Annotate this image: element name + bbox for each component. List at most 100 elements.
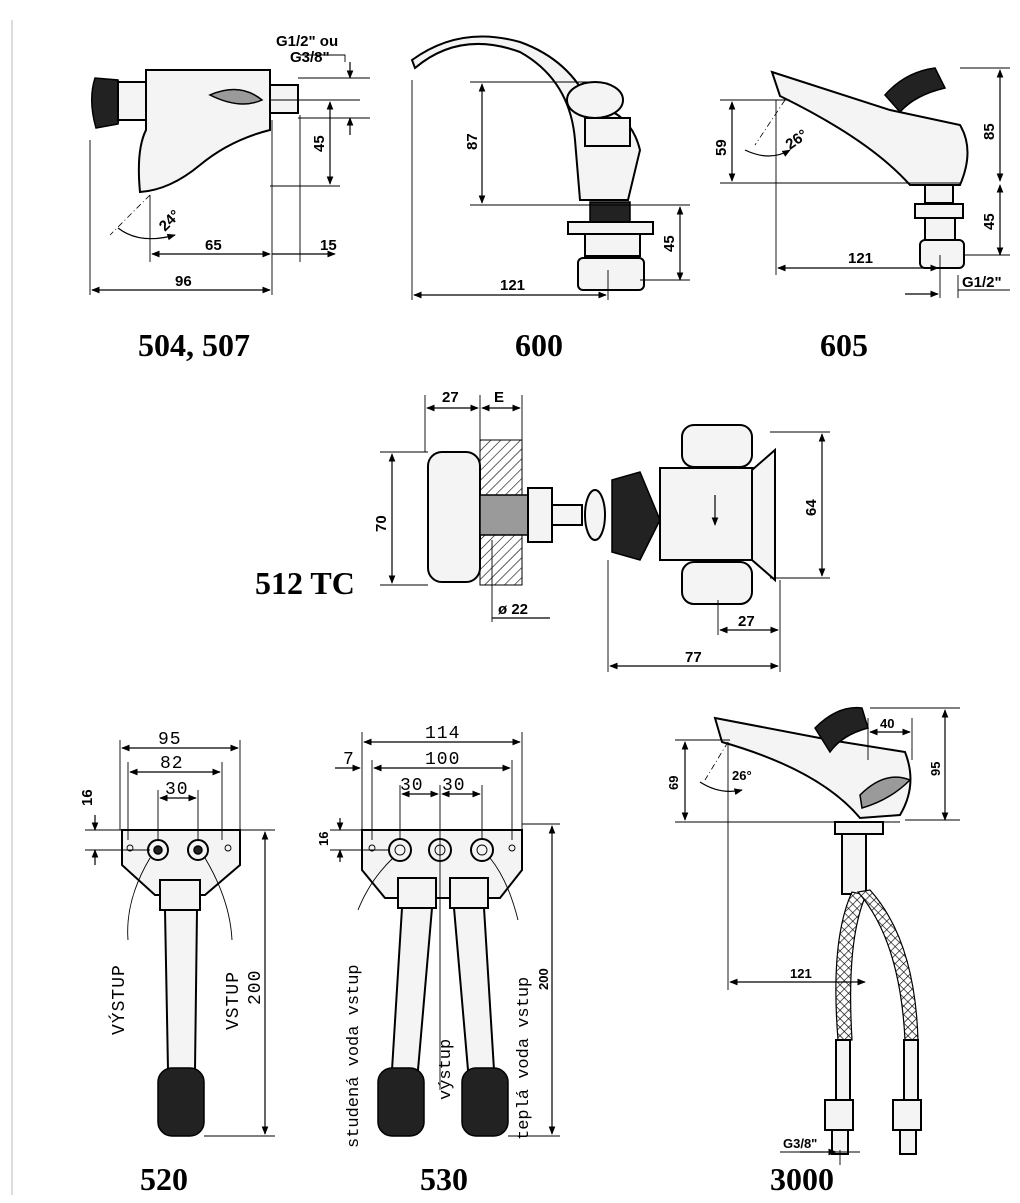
label-530-out: výstup — [437, 1039, 456, 1100]
pedal-arm-left-530 — [390, 907, 434, 1071]
label-520-h200: 200 — [246, 970, 266, 1005]
label-3000-h69: 69 — [666, 776, 681, 790]
shank-600 — [584, 233, 641, 257]
flange-605 — [914, 203, 964, 219]
end-right-3000 — [899, 1129, 917, 1155]
pedal-arm-right-530 — [452, 907, 496, 1071]
drawing-605: 59 26° 85 45 121 G1/2" 605 — [713, 67, 1010, 363]
label-530-h16: 16 — [316, 832, 331, 846]
label-504-h45: 45 — [311, 135, 328, 152]
fitting-right-3000 — [892, 1099, 922, 1131]
shank-3000 — [841, 833, 867, 895]
hose-left-3000 — [835, 891, 867, 1041]
handle-collar-600 — [584, 117, 631, 147]
label-520-w95: 95 — [158, 730, 182, 750]
body-605 — [770, 70, 969, 186]
label-512-h70: 70 — [373, 515, 390, 532]
label-3000-h95: 95 — [928, 762, 943, 776]
label-605-w121: 121 — [848, 250, 873, 267]
lock-nut-605 — [919, 239, 965, 269]
drawing-504-507: G1/2" ou G3/8" 45 24° 65 15 96 504, 507 — [89, 33, 370, 363]
label-3000-w121: 121 — [790, 966, 812, 981]
hinge-520 — [159, 879, 201, 911]
drawing-520: 95 82 30 16 200 VÝSTUP VSTUP 520 — [79, 730, 275, 1197]
pedal-grip-left-530 — [377, 1067, 425, 1137]
lower-nut-512 — [681, 561, 753, 605]
label-512-e: E — [494, 389, 504, 406]
fitting-left-3000 — [824, 1099, 854, 1131]
nut-512 — [527, 487, 553, 543]
knob-collar-504 — [117, 81, 147, 121]
label-605-thread: G1/2" — [962, 274, 1002, 291]
label-520-h16: 16 — [79, 789, 96, 806]
spindle-512 — [551, 504, 583, 526]
hinge-left-530 — [397, 877, 437, 909]
label-605-h45: 45 — [981, 213, 998, 230]
flange-600 — [567, 221, 654, 235]
handle-600 — [566, 81, 624, 119]
model-label-3000: 3000 — [770, 1161, 834, 1197]
label-504-thread2: G3/8" — [290, 49, 330, 66]
pedal-grip-right-530 — [461, 1067, 509, 1137]
label-504-w96: 96 — [175, 273, 192, 290]
label-520-in: VSTUP — [224, 971, 244, 1030]
label-605-angle: 26° — [783, 126, 811, 153]
drawing-600: 87 45 121 600 — [410, 35, 690, 363]
nut-605 — [924, 184, 954, 204]
model-label-600: 600 — [515, 327, 563, 363]
lock-nut-600 — [577, 257, 645, 291]
handle-605 — [884, 67, 947, 114]
hinge-right-530 — [449, 877, 489, 909]
label-3000-angle: 26° — [732, 768, 752, 783]
model-label-512-tc: 512 TC — [255, 565, 355, 601]
label-530-w30b: 30 — [442, 776, 466, 796]
label-3000-thread: G3/8" — [783, 1136, 817, 1151]
label-512-h64: 64 — [803, 499, 820, 516]
model-label-530: 530 — [420, 1161, 468, 1197]
port-cold-530 — [388, 838, 412, 862]
spout-outlet-504 — [208, 88, 264, 105]
tail-left-3000 — [835, 1039, 851, 1101]
model-label-520: 520 — [140, 1161, 188, 1197]
hose-right-3000 — [856, 889, 919, 1041]
drawing-512-tc: 27 E 70 ø 22 64 27 77 512 TC — [255, 389, 830, 672]
pedal-grip-520 — [157, 1067, 205, 1137]
label-512-w27: 27 — [442, 389, 459, 406]
label-600-h87: 87 — [464, 133, 481, 150]
knob-504 — [91, 77, 121, 129]
label-605-h85: 85 — [981, 123, 998, 140]
label-530-w7: 7 — [343, 750, 355, 770]
drawing-530: 114 100 7 30 30 16 200 studená voda vstu… — [316, 724, 560, 1197]
flange-3000 — [834, 821, 884, 835]
cap-512 — [584, 489, 606, 541]
body-504 — [137, 69, 271, 194]
tail-right-3000 — [903, 1039, 919, 1101]
label-512-w27b: 27 — [738, 613, 755, 630]
label-512-w77: 77 — [685, 649, 702, 666]
upper-nut-512 — [681, 424, 753, 468]
label-530-w100: 100 — [425, 750, 460, 770]
label-605-h59: 59 — [713, 139, 730, 156]
model-label-504-507: 504, 507 — [138, 327, 250, 363]
label-600-h45: 45 — [661, 235, 678, 252]
label-600-w121: 121 — [500, 277, 525, 294]
label-504-w65: 65 — [205, 237, 222, 254]
pedal-arm-520 — [163, 909, 199, 1071]
label-530-h200: 200 — [536, 968, 551, 990]
drawing-3000: 40 95 69 26° 121 G3/8" 3000 — [666, 706, 960, 1197]
threaded-rod-512 — [479, 494, 531, 536]
label-530-w30a: 30 — [400, 776, 424, 796]
label-520-out: VÝSTUP — [108, 964, 130, 1035]
label-504-thread: G1/2" ou — [276, 33, 338, 50]
label-520-w30: 30 — [165, 780, 189, 800]
head-512 — [611, 471, 661, 561]
label-530-cold: studená voda vstup — [345, 964, 364, 1148]
label-530-w114: 114 — [425, 724, 460, 744]
label-3000-w40: 40 — [880, 716, 894, 731]
label-530-hot: teplá voda vstup — [515, 977, 534, 1140]
lever-3000 — [859, 776, 912, 809]
label-512-d22: ø 22 — [498, 601, 528, 618]
label-504-w15: 15 — [320, 237, 337, 254]
thread-504 — [269, 84, 299, 114]
